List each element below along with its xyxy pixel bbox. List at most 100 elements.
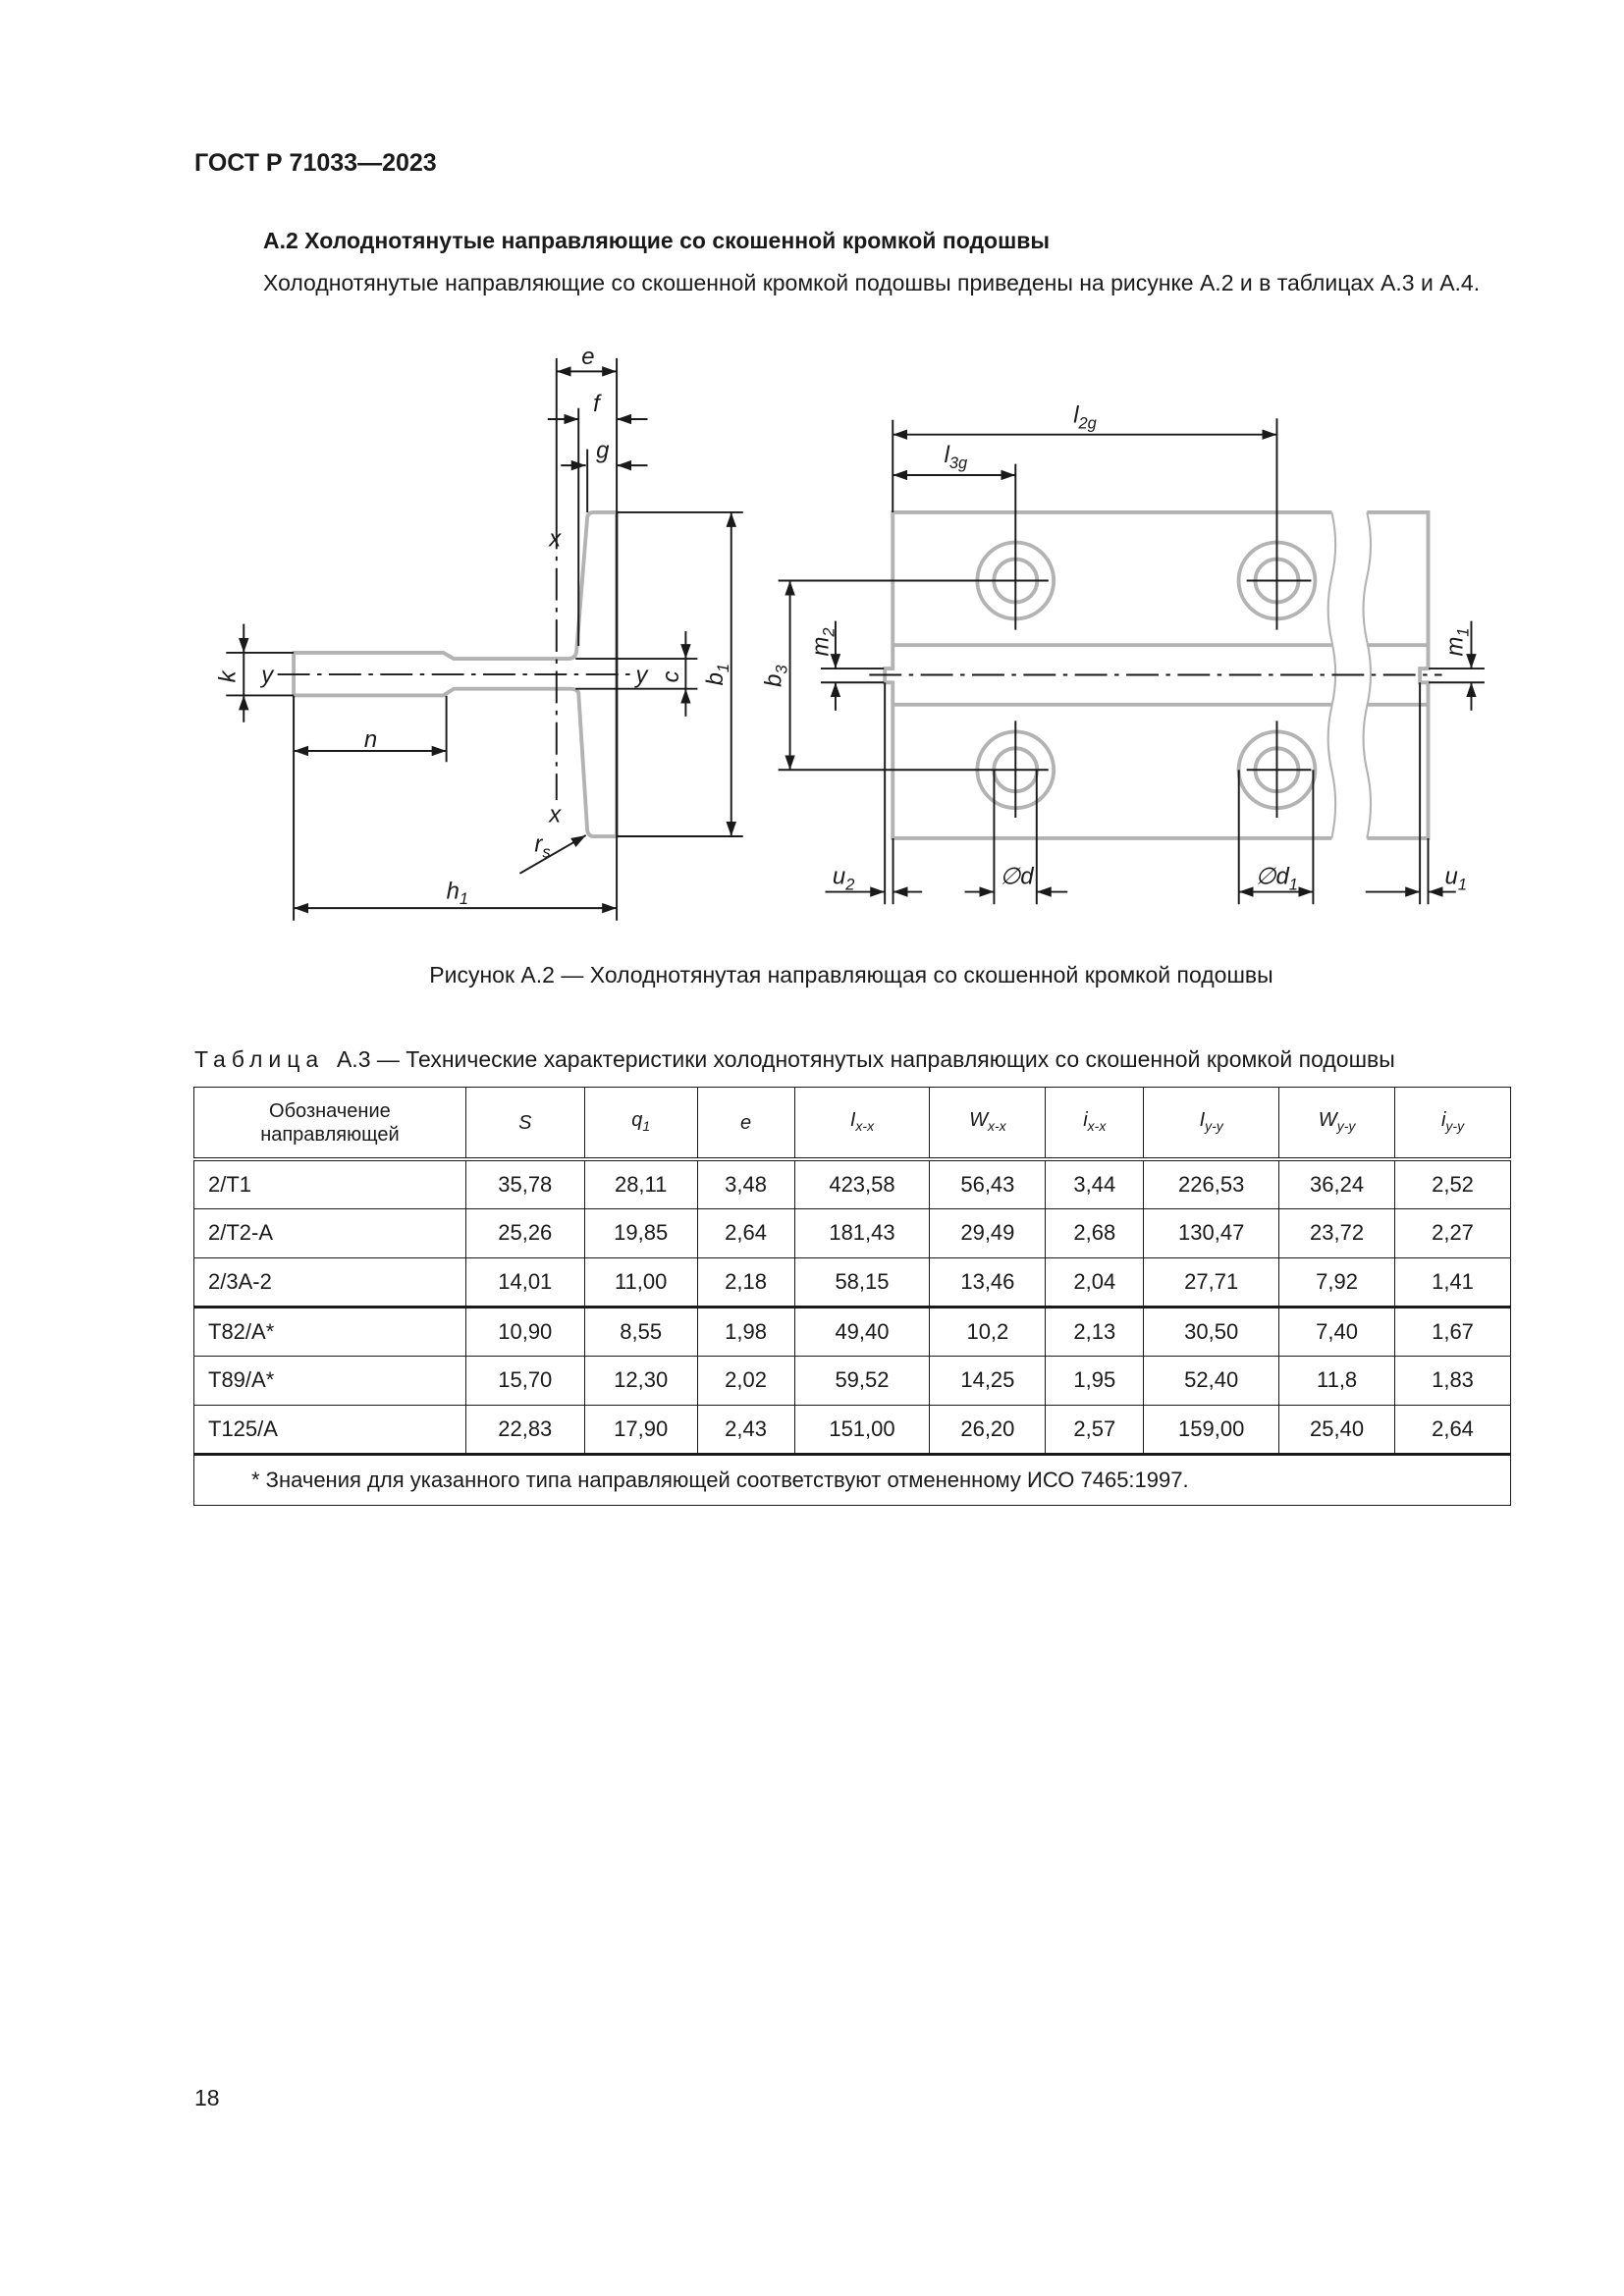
value-cell: 17,90 [583,1404,698,1456]
value-cell: 130,47 [1143,1207,1280,1258]
label-e: e [581,344,594,370]
column-header: ix-x [1045,1087,1145,1161]
column-header: Wx-x [929,1087,1047,1161]
value-cell: 28,11 [583,1158,698,1209]
value-cell: 10,90 [464,1306,585,1357]
value-cell: 2,57 [1045,1404,1145,1456]
column-header-symbol: i [1083,1108,1088,1131]
value-cell: 36,24 [1278,1158,1396,1209]
value-cell: 10,2 [929,1306,1047,1357]
value-cell: 3,44 [1045,1158,1145,1209]
profile-dimensions [226,357,743,921]
value-cell: 14,01 [464,1256,585,1308]
value-cell: 15,70 [464,1355,585,1406]
value-cell: 159,00 [1143,1404,1280,1456]
plan-labels: l2g l3g b3 m2 m1 u2 ∅d ∅d1 u1 [761,402,1473,894]
label-m1: m1 [1441,627,1472,656]
value-cell: 7,92 [1278,1256,1396,1308]
column-header: q1 [583,1087,698,1161]
guide-designation-cell: T82/A* [193,1306,466,1357]
table-title-text: А.3 — Технические характеристики холодно… [336,1046,1395,1072]
value-cell: 2,13 [1045,1306,1145,1357]
value-cell: 14,25 [929,1355,1047,1406]
value-cell: 19,85 [583,1207,698,1258]
guide-designation-cell: T89/A* [193,1355,466,1406]
label-rs: rs [534,830,550,861]
label-f: f [593,391,602,417]
guide-designation-cell: T125/A [193,1404,466,1456]
value-cell: 2,18 [696,1256,795,1308]
column-header-symbol: W [1318,1108,1337,1131]
label-u2: u2 [833,863,854,893]
footnote-row: * Значения для указанного типа направляю… [193,1453,1511,1506]
value-cell: 12,30 [583,1355,698,1406]
table-title: Таблица А.3 — Технические характеристики… [194,1046,1395,1073]
value-cell: 30,50 [1143,1306,1280,1357]
document-code-header: ГОСТ Р 71033—2023 [194,149,437,177]
column-header-subscript: x-x [987,1117,1006,1134]
label-x-top: x [548,525,562,552]
column-header-symbol: e [740,1111,752,1134]
label-c: c [658,670,684,682]
column-header-symbol: I [1199,1108,1206,1131]
column-header-subscript: x-x [1087,1117,1107,1134]
value-cell: 1,83 [1394,1355,1511,1406]
value-cell: 1,95 [1045,1355,1145,1406]
label-b3: b3 [761,665,791,686]
value-cell: 1,41 [1394,1256,1511,1308]
column-header-label: Обозначение направляющей [260,1099,400,1146]
value-cell: 2,52 [1394,1158,1511,1209]
value-cell: 2,02 [696,1355,795,1406]
value-cell: 13,46 [929,1256,1047,1308]
value-cell: 3,48 [696,1158,795,1209]
profile-labels: e f g x x y y k c b1 n h1 rs [214,344,731,908]
value-cell: 25,40 [1278,1404,1396,1456]
guide-designation-cell: 2/T2-A [193,1207,466,1258]
column-header-subscript: y-y [1205,1117,1223,1134]
section-heading: А.2 Холоднотянутые направляющие со скоше… [263,228,1051,253]
value-cell: 23,72 [1278,1207,1396,1258]
value-cell: 26,20 [929,1404,1047,1456]
value-cell: 2,04 [1045,1256,1145,1308]
label-x-bottom: x [548,802,562,828]
value-cell: 1,67 [1394,1306,1511,1357]
value-cell: 27,71 [1143,1256,1280,1308]
label-y-left: y [259,662,275,688]
value-cell: 52,40 [1143,1355,1280,1406]
label-n: n [364,726,377,753]
value-cell: 11,8 [1278,1355,1396,1406]
value-cell: 423,58 [793,1158,931,1209]
value-cell: 8,55 [583,1306,698,1357]
column-header: Обозначение направляющей [193,1087,466,1161]
table-title-prefix: Таблица [194,1046,325,1072]
table-footnote: * Значения для указанного типа направляю… [193,1453,1511,1506]
value-cell: 181,43 [793,1207,931,1258]
value-cell: 151,00 [793,1404,931,1456]
value-cell: 2,68 [1045,1207,1145,1258]
value-cell: 58,15 [793,1256,931,1308]
column-header-subscript: y-y [1445,1117,1465,1134]
label-l3g: l3g [945,442,968,472]
column-header-subscript: x-x [855,1117,875,1134]
value-cell: 56,43 [929,1158,1047,1209]
page-number: 18 [194,2085,220,2110]
value-cell: 29,49 [929,1207,1047,1258]
column-header: S [464,1087,585,1161]
column-header-subscript: 1 [642,1117,651,1134]
column-header: e [696,1087,795,1161]
value-cell: 25,26 [464,1207,585,1258]
column-header-symbol: i [1440,1108,1446,1131]
guide-designation-cell: 2/3A-2 [193,1256,466,1308]
label-u1: u1 [1445,863,1467,893]
value-cell: 7,40 [1278,1306,1396,1357]
column-header: Wy-y [1278,1087,1396,1161]
section-paragraph: Холоднотянутые направляющие со скошенной… [263,270,1481,295]
column-header: iy-y [1394,1087,1511,1161]
